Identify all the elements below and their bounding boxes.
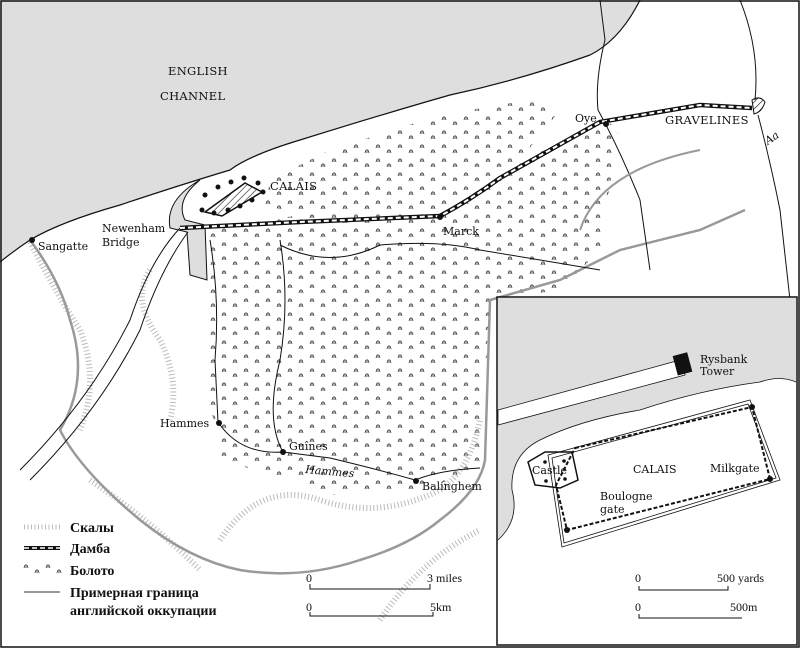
scale-miles-zero: 0 <box>306 571 312 585</box>
inset-map: Rysbank Tower CALAIS Castle Milkgate Bou… <box>496 296 798 646</box>
marsh-area <box>205 120 620 495</box>
legend-marsh: Болото <box>70 564 114 579</box>
legend: Скалы Дамба Болото Примерная граница анг… <box>22 521 217 619</box>
scale-bar <box>309 584 434 617</box>
harbour-water <box>168 179 208 281</box>
place-dots <box>29 121 609 484</box>
occupation-boundary <box>28 208 746 575</box>
label-tower: Tower <box>700 365 735 378</box>
legend-boundary-2: английской оккупации <box>70 604 217 619</box>
marsh-area-north <box>265 100 560 215</box>
legend-cliffs: Скалы <box>70 521 114 536</box>
label-sangatte: Sangatte <box>38 240 88 253</box>
legend-boundary-1: Примерная граница <box>70 586 199 601</box>
river-aa <box>579 149 701 231</box>
label-marck: Marck <box>443 225 479 238</box>
label-bridge: Bridge <box>102 236 139 249</box>
legend-marsh-swatch <box>22 562 62 578</box>
label-milkgate: Milkgate <box>710 462 760 475</box>
legend-causeway: Дамба <box>70 542 110 557</box>
coastline <box>0 0 641 263</box>
label-balinghem: Balinghem <box>422 480 482 493</box>
label-boulogne: Boulogne <box>600 490 653 503</box>
label-guines: Guînes <box>289 440 328 453</box>
inset-scale-m-zero: 0 <box>635 600 641 614</box>
label-aa: Aa <box>761 128 781 148</box>
sea-label-1: ENGLISH <box>168 64 228 78</box>
gravelines-fort <box>751 97 766 115</box>
sea <box>0 0 640 262</box>
label-inset-calais: CALAIS <box>633 463 677 476</box>
sea-label-2: CHANNEL <box>160 89 225 103</box>
label-newenham: Newenham <box>102 222 166 235</box>
inset-scale-m: 500m <box>730 600 758 614</box>
roads <box>19 0 791 481</box>
scale-km-zero: 0 <box>306 600 312 614</box>
calais-towers <box>199 175 266 216</box>
label-hammes-marsh: Hammes <box>304 463 355 480</box>
cliffs <box>27 240 483 622</box>
label-gravelines: GRAVELINES <box>665 113 749 127</box>
label-oye: Oye <box>575 112 597 125</box>
inset-scale-yards: 500 yards <box>717 571 764 585</box>
inset-scale-yards-zero: 0 <box>635 571 641 585</box>
scale-km: 5km <box>430 600 452 614</box>
scale-miles: 3 miles <box>427 571 462 585</box>
label-hammes-town: Hammes <box>160 417 210 430</box>
label-rysbank: Rysbank <box>700 353 748 366</box>
label-calais: CALAIS <box>270 179 317 193</box>
label-gate: gate <box>600 503 625 516</box>
label-castle: Castle <box>532 464 567 477</box>
